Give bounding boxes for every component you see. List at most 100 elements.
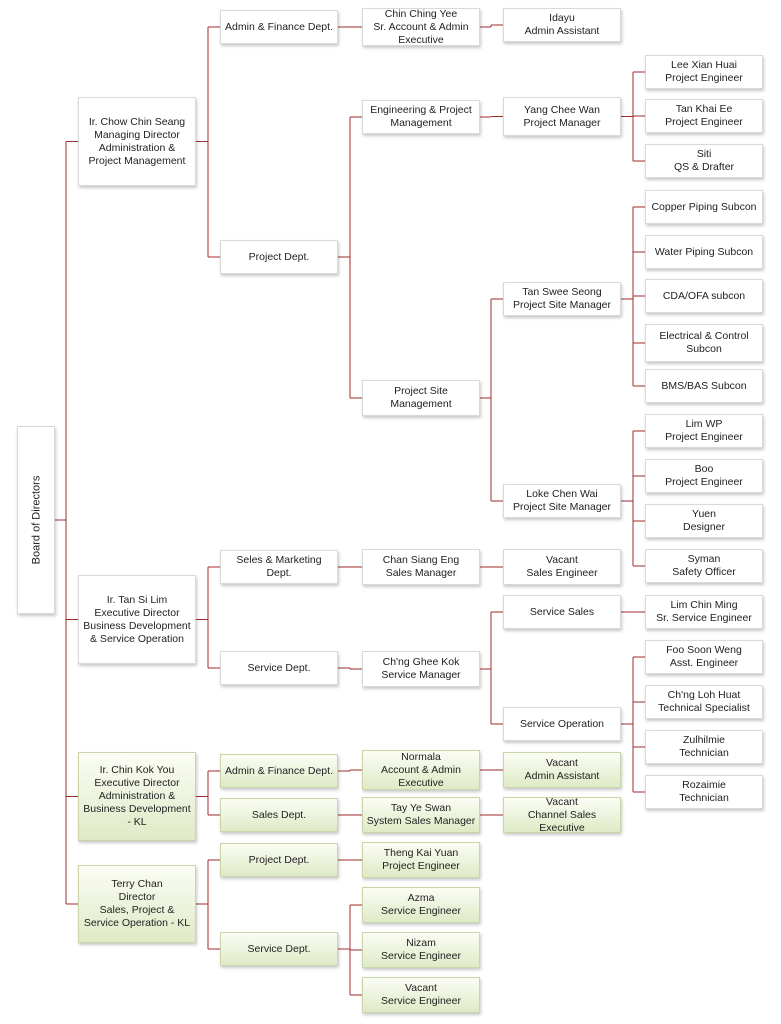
- node-title: Project Engineer: [665, 72, 743, 84]
- node-name: Ch'ng Ghee Kok: [382, 656, 460, 668]
- node-department: Sales, Project & Service Operation - KL: [83, 904, 191, 929]
- node-name: Azma: [407, 892, 435, 904]
- node-name: Lim WP: [685, 418, 723, 430]
- node-name: Vacant: [546, 795, 578, 808]
- node-title: Admin Assistant: [524, 25, 600, 37]
- node-name: Engineering & Project Management: [370, 104, 472, 129]
- node-title: Sales Manager: [385, 567, 457, 579]
- node-title: Project Engineer: [665, 431, 743, 443]
- node-title: Project Engineer: [382, 860, 460, 872]
- org-node-sales-dept: Sales Dept.: [220, 798, 338, 832]
- node-name: Tan Swee Seong: [522, 286, 602, 298]
- node-name: Project Site Management: [390, 385, 452, 410]
- node-name: Terry Chan: [111, 878, 163, 890]
- node-title: System Sales Manager: [366, 815, 476, 827]
- node-title: Director: [118, 891, 156, 903]
- node-title: Service Manager: [381, 669, 461, 681]
- node-name: Water Piping Subcon: [654, 245, 754, 258]
- node-name: Chin Ching Yee: [384, 7, 458, 20]
- org-node-copper: Copper Piping Subcon: [645, 190, 763, 224]
- org-node-admin-fin2: Admin & Finance Dept.: [220, 754, 338, 788]
- node-name: Syman: [687, 553, 721, 565]
- node-name: Siti: [696, 148, 712, 160]
- node-title: Project Manager: [523, 116, 601, 129]
- node-name: Idayu: [549, 12, 575, 24]
- node-department: Administration & Business Development - …: [83, 790, 191, 828]
- org-node-sales-mkt: Seles & Marketing Dept.: [220, 550, 338, 584]
- node-title: Project Engineer: [665, 116, 743, 128]
- node-name: Vacant: [546, 554, 578, 566]
- node-name: Lim Chin Ming: [670, 599, 738, 611]
- node-title: Managing Director: [94, 128, 180, 141]
- node-title: QS & Drafter: [673, 161, 735, 173]
- node-name: Service Sales: [529, 605, 595, 618]
- node-name: Normala: [401, 750, 441, 763]
- org-node-admin-fin1: Admin & Finance Dept.: [220, 10, 338, 44]
- node-name: Service Dept.: [247, 661, 311, 674]
- node-title: Designer: [682, 521, 726, 533]
- org-node-elec: Electrical & Control Subcon: [645, 324, 763, 362]
- node-title: Project Site Manager: [512, 501, 612, 513]
- org-node-serv-dept1: Service Dept.: [220, 651, 338, 685]
- node-name: Nizam: [406, 937, 436, 949]
- node-name: Service Operation: [519, 717, 605, 730]
- node-department: Administration & Project Management: [88, 141, 186, 167]
- node-name: Lee Xian Huai: [671, 59, 737, 71]
- node-title: Executive Director: [94, 777, 180, 789]
- node-title: Technician: [679, 792, 729, 804]
- node-name: Loke Chen Wai: [526, 488, 598, 500]
- node-name: Boo: [694, 463, 714, 475]
- node-title: Service Engineer: [381, 995, 461, 1007]
- node-name: Chan Siang Eng: [382, 554, 460, 566]
- node-name: Ir. Chin Kok You: [99, 764, 175, 776]
- node-title: Account & Admin Executive: [381, 763, 461, 789]
- node-name: Admin & Finance Dept.: [225, 764, 333, 777]
- node-title: Admin Assistant: [524, 770, 600, 782]
- node-name: CDA/OFA subcon: [662, 289, 746, 302]
- node-title: Technical Specialist: [658, 702, 750, 714]
- org-node-serv-op: Service Operation: [503, 707, 621, 741]
- org-node-bms: BMS/BAS Subcon: [645, 369, 763, 403]
- org-node-water: Water Piping Subcon: [645, 235, 763, 269]
- node-name: BMS/BAS Subcon: [661, 379, 747, 392]
- node-name: Copper Piping Subcon: [651, 200, 757, 213]
- node-department: Business Development & Service Operation: [83, 619, 191, 645]
- node-title: Technician: [679, 747, 729, 759]
- org-node-eng-proj: Engineering & Project Management: [362, 100, 480, 134]
- board-of-directors-label: Board of Directors: [30, 475, 42, 565]
- node-name: Tay Ye Swan: [390, 802, 452, 814]
- node-name: Ch'ng Loh Huat: [667, 689, 741, 701]
- org-node-psm: Project Site Management: [362, 380, 480, 416]
- node-name: Theng Kai Yuan: [383, 847, 459, 859]
- node-title: Sales Engineer: [526, 567, 598, 579]
- node-title: Sr. Account & Admin Executive: [373, 20, 469, 46]
